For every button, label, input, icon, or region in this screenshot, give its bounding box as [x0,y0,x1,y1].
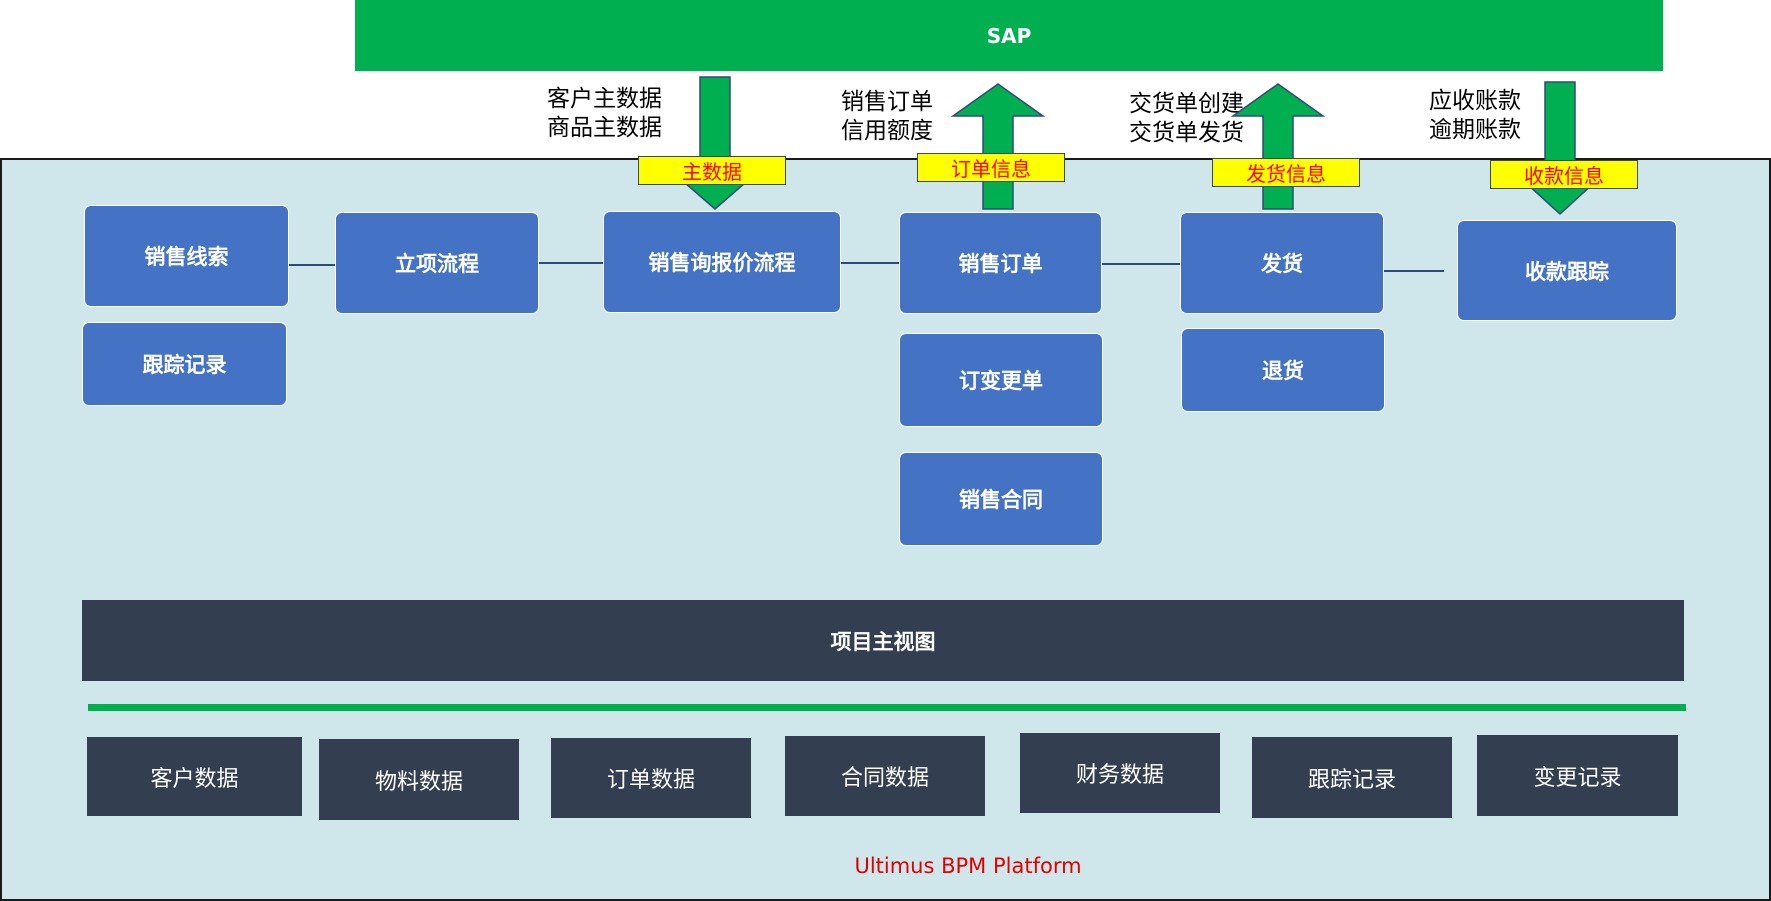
tag-label: 订单信息 [951,157,1031,181]
label-line: 应收账款 [1429,88,1521,114]
process-sales-order[interactable]: 销售订单 [899,212,1102,314]
connector-line [537,262,603,264]
connector-line [839,262,901,264]
process-project-initiation[interactable]: 立项流程 [335,212,539,314]
process-sales-lead[interactable]: 销售线索 [84,205,289,307]
data-module-tracking[interactable]: 跟踪记录 [1252,737,1452,818]
process-label: 立项流程 [395,252,479,276]
process-label: 收款跟踪 [1525,259,1609,284]
connector-line [1100,263,1182,265]
sap-title: SAP [986,23,1032,48]
integration-label-delivery: 交货单创建 交货单发货 [1129,90,1244,148]
data-module-finance[interactable]: 财务数据 [1020,733,1220,813]
label-line: 交货单创建 [1129,91,1244,117]
project-main-view[interactable]: 项目主视图 [82,600,1684,681]
process-label: 销售订单 [958,252,1043,276]
tag-payment-info: 收款信息 [1490,160,1638,189]
data-module-label: 跟踪记录 [1307,767,1396,793]
up-arrow-icon [1230,83,1326,210]
main-view-label: 项目主视图 [830,629,936,654]
label-line: 信用额度 [841,118,933,144]
data-module-label: 财务数据 [1075,763,1164,788]
process-label: 退货 [1262,359,1304,383]
integration-label-order: 销售订单 信用额度 [841,88,933,146]
data-module-change[interactable]: 变更记录 [1477,735,1678,816]
tag-label: 主数据 [682,160,742,184]
process-label: 销售询报价流程 [648,251,796,275]
process-sales-contract[interactable]: 销售合同 [899,452,1103,546]
process-collection-tracking[interactable]: 收款跟踪 [1457,220,1677,321]
label-line: 客户主数据 [547,86,662,112]
process-delivery[interactable]: 发货 [1180,212,1384,314]
data-module-label: 客户数据 [150,766,239,792]
integration-label-master-data: 客户主数据 商品主数据 [547,85,662,143]
down-arrow-icon [1513,81,1607,216]
connector-line [289,264,337,266]
process-return[interactable]: 退货 [1181,328,1385,412]
down-arrow-icon [667,76,763,210]
up-arrow-icon [950,83,1046,210]
label-line: 交货单发货 [1129,120,1244,146]
label-line: 销售订单 [841,89,933,115]
process-label: 发货 [1261,252,1303,276]
data-module-label: 物料数据 [374,769,463,795]
data-module-label: 订单数据 [606,768,695,793]
process-label: 跟踪记录 [142,353,227,377]
process-tracking-record[interactable]: 跟踪记录 [82,322,287,406]
data-module-label: 变更记录 [1533,765,1622,791]
platform-name-label: Ultimus BPM Platform [854,854,1082,878]
data-module-label: 合同数据 [840,766,929,791]
process-label: 订变更单 [959,369,1043,393]
process-label: 销售合同 [959,488,1043,512]
platform-name: Ultimus BPM Platform [700,850,1236,882]
tag-master-data: 主数据 [638,156,786,185]
tag-delivery-info: 发货信息 [1212,158,1360,187]
label-line: 逾期账款 [1429,117,1521,143]
data-module-order[interactable]: 订单数据 [551,738,751,818]
label-line: 商品主数据 [547,115,662,141]
divider-line [88,704,1686,711]
integration-label-receivables: 应收账款 逾期账款 [1429,87,1521,145]
data-module-customer[interactable]: 客户数据 [87,737,302,816]
process-label: 销售线索 [144,245,229,269]
tag-label: 收款信息 [1524,164,1604,188]
process-quote[interactable]: 销售询报价流程 [603,211,841,313]
data-module-material[interactable]: 物料数据 [319,739,519,820]
data-module-contract[interactable]: 合同数据 [785,736,985,816]
tag-label: 发货信息 [1246,162,1326,186]
tag-order-info: 订单信息 [917,153,1065,182]
process-order-change[interactable]: 订变更单 [899,333,1103,427]
connector-line [1384,270,1444,272]
sap-bar: SAP [355,0,1663,71]
